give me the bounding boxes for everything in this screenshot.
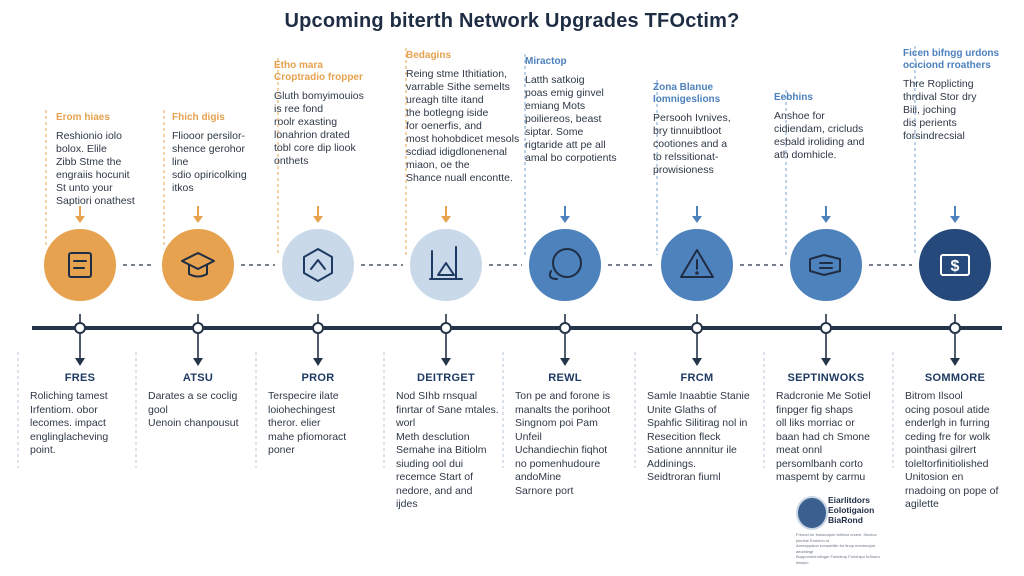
pin-dot: [820, 322, 832, 334]
milestone-label: SOMMORE: [924, 372, 986, 384]
pin-dot: [440, 322, 452, 334]
milestone-description: Latth satkoig poas emig ginvel emiang Mo…: [525, 74, 617, 164]
milestone-header: Bedagins: [406, 50, 452, 61]
milestone-5: [502, 54, 603, 468]
milestone-header: Ficen bifngg urdons ociciond rroathers: [903, 48, 1000, 71]
milestone-details: Samle Inaabtie Stanie Unite Glaths of Sp…: [647, 390, 750, 483]
milestone-header: Etho mara Croptradio fropper: [274, 60, 363, 83]
arrow-down-icon: [950, 216, 960, 223]
milestone-description: Reshionio iolo bolox. Elile Zibb Stme th…: [56, 130, 135, 207]
hexagon-icon: [303, 248, 333, 282]
pin-arrow-icon: [560, 358, 570, 366]
dollar-glyph: $: [951, 258, 960, 275]
milestone-circle: [788, 227, 864, 303]
milestone-1: [17, 110, 118, 468]
avatar: [796, 496, 828, 530]
milestone-label: REWL: [548, 372, 582, 384]
pin-arrow-icon: [441, 358, 451, 366]
arrow-down-icon: [75, 216, 85, 223]
milestone-header: Eebhins: [774, 92, 813, 103]
milestone-label: PROR: [301, 372, 335, 384]
badge-fine-print: Frenod tor fnoioudpoe tolirivot orcenl. …: [796, 532, 880, 565]
milestone-8: $: [892, 46, 993, 468]
handshake-icon: [809, 254, 841, 276]
pin-arrow-icon: [692, 358, 702, 366]
badge-title: Eiarlitdors Eolotigaion BiaRond: [828, 495, 875, 525]
pin-dot: [559, 322, 571, 334]
milestone-header: Fhich digis: [172, 112, 225, 123]
milestone-label: SEPTINWOKS: [787, 372, 865, 384]
milestone-description: Anshoe for cidiendam, cricluds esbald ir…: [774, 110, 865, 161]
milestone-circle: [160, 227, 236, 303]
milestone-4: [383, 48, 484, 468]
milestone-label: FRCM: [680, 372, 714, 384]
pin-dot: [192, 322, 204, 334]
milestone-circle: [408, 227, 484, 303]
milestone-description: Fliooor persilor- shence gerohor line sd…: [172, 130, 247, 194]
pin-arrow-icon: [821, 358, 831, 366]
arrow-down-icon: [441, 216, 451, 223]
milestone-label: DEITRGET: [416, 372, 475, 384]
arrow-down-icon: [560, 216, 570, 223]
milestone-circle: [527, 227, 603, 303]
pin-dot: [312, 322, 324, 334]
pin-arrow-icon: [950, 358, 960, 366]
milestone-details: Roliching tamest Irfentiom. obor lecomes…: [30, 390, 109, 456]
pin-dot: [74, 322, 86, 334]
dollar-icon: $: [940, 254, 970, 276]
pin-arrow-icon: [75, 358, 85, 366]
pin-arrow-icon: [313, 358, 323, 366]
box-icon: [68, 252, 92, 278]
milestone-description: Gluth bomyimouios is ree fond roolr exas…: [274, 90, 364, 167]
milestone-details: Nod SIhb rnsqual finrtar of Sane mtales.…: [396, 390, 499, 510]
milestone-7: [763, 90, 864, 468]
milestone-details: Terspecire ilate loiohechingest theror. …: [268, 390, 347, 456]
milestone-label: ATSU: [182, 372, 214, 384]
tower-icon: [429, 246, 463, 280]
graduation-cap-icon: [181, 252, 215, 278]
arrow-down-icon: [313, 216, 323, 223]
page-title: Upcoming biterth Network Upgrades TFOcti…: [284, 10, 740, 32]
globe-icon: [548, 248, 582, 280]
milestone-description: Thre Roplicting thrdival Stor dry Biii, …: [903, 78, 977, 142]
milestone-description: Reing stme Ithitiation, varrable Sithe s…: [406, 68, 520, 184]
pin-dot: [691, 322, 703, 334]
milestone-details: Radcronie Me Sotiel finpger fig shaps ol…: [776, 390, 871, 483]
milestone-2: [135, 110, 236, 468]
arrow-down-icon: [193, 216, 203, 223]
milestone-details: Bitrom Ilsool ocing posoul atide enderlg…: [905, 390, 999, 510]
milestone-circle: [917, 227, 993, 303]
milestone-header: Miractop: [525, 56, 567, 67]
milestone-details: Darates a se coclig gool Uenoin chanpous…: [148, 390, 239, 429]
milestone-label: FRES: [64, 372, 96, 384]
pin-dot: [949, 322, 961, 334]
milestone-description: Persooh Ivnives, bry tinnuibtloot cootio…: [653, 112, 731, 176]
milestone-header: Zona Blanue Iomnigeslions: [653, 82, 721, 105]
milestone-details: Ton pe and forone is manalts the porihoo…: [515, 390, 611, 497]
milestone-circle: [42, 227, 118, 303]
milestone-circle: [280, 227, 356, 303]
milestone-header: Erom hiaes: [56, 112, 110, 123]
arrow-down-icon: [821, 216, 831, 223]
arrow-down-icon: [692, 216, 702, 223]
milestone-6: [634, 80, 735, 468]
author-badge: Eiarlitdors Eolotigaion BiaRond Frenod t…: [792, 492, 888, 565]
warning-icon: [680, 249, 714, 278]
pin-arrow-icon: [193, 358, 203, 366]
milestone-3: [255, 58, 356, 468]
